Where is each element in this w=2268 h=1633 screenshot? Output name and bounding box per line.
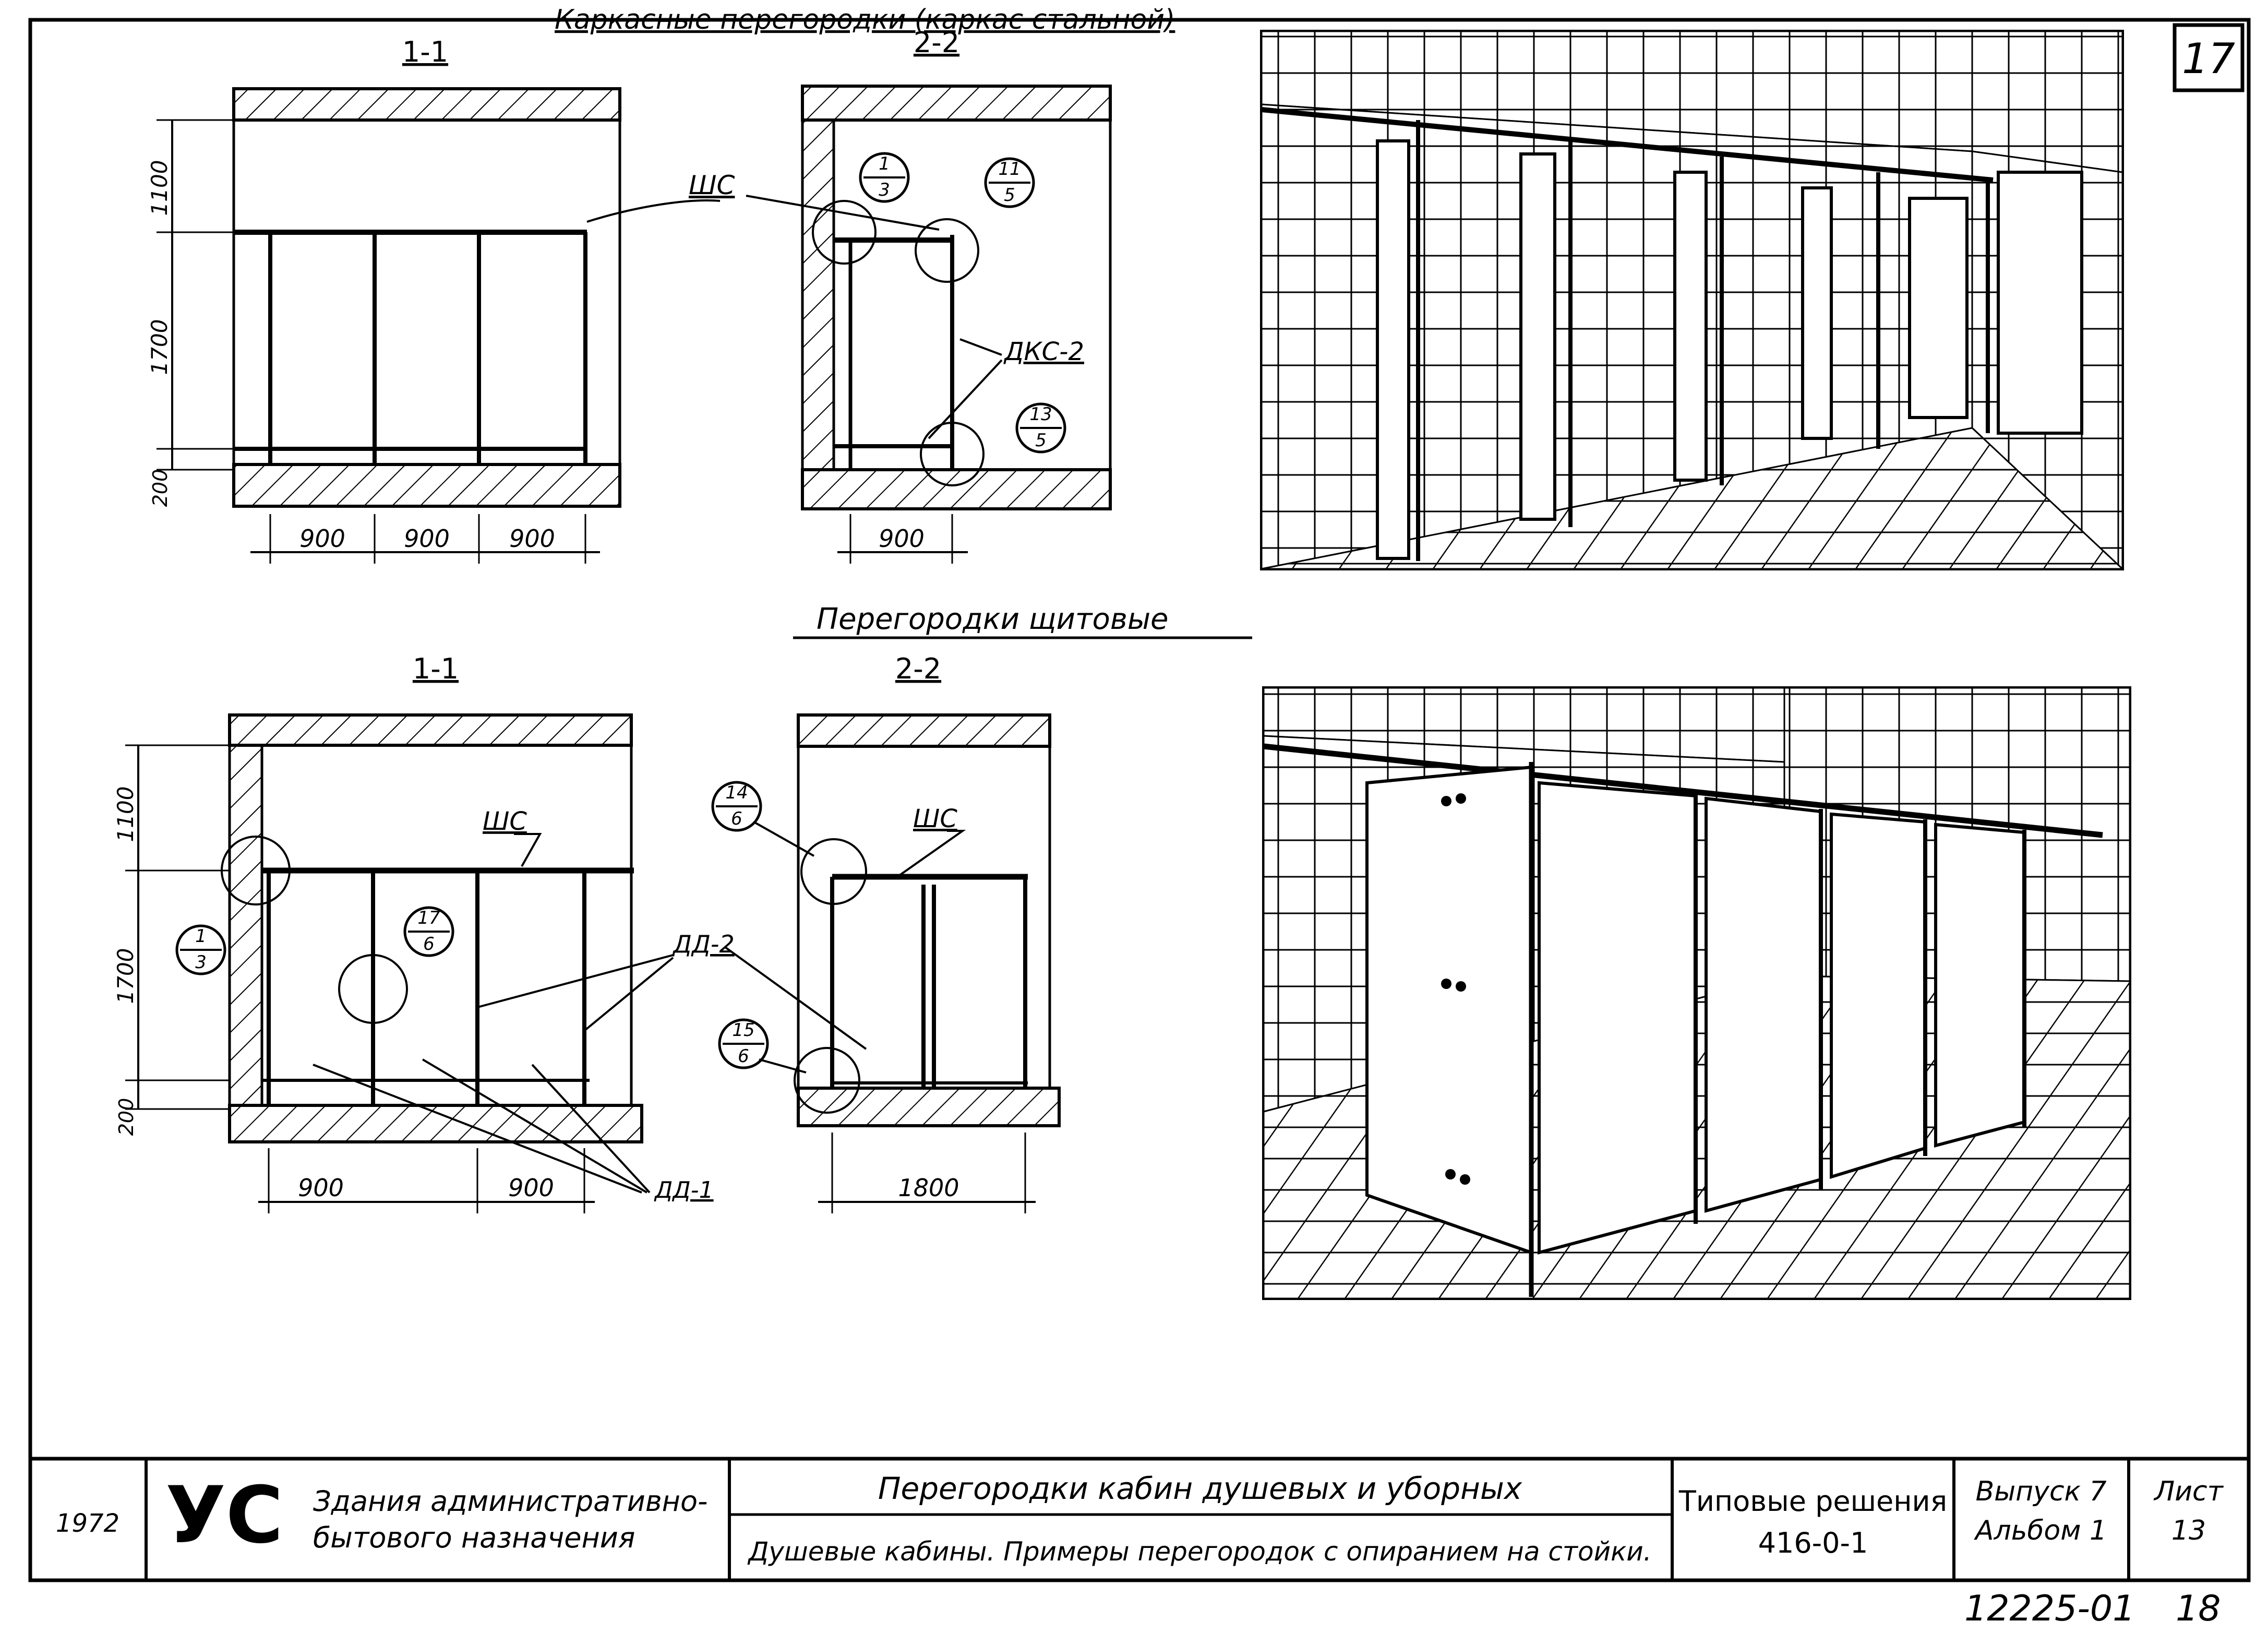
dim-900-c: 900 xyxy=(509,525,555,553)
sheet-border xyxy=(28,18,2251,1582)
title-sheet-label: Лист xyxy=(2153,1476,2224,1507)
callout-bot-3-den: 6 xyxy=(731,808,742,829)
title-issue-line1: Выпуск 7 xyxy=(1975,1476,2106,1507)
section-label-2-2-top: 2-2 xyxy=(914,26,959,59)
callout-top-1-num: 1 xyxy=(879,153,890,174)
section-label-1-1-top: 1-1 xyxy=(402,35,448,68)
callout-top-1: 1 3 xyxy=(859,152,910,203)
section-2-2-frame: 2-2 900 ДКС-2 xyxy=(801,26,1112,564)
section-label-2-2-bot: 2-2 xyxy=(895,652,941,685)
title-logo: УС xyxy=(165,1470,283,1561)
callout-top-2: 11 5 xyxy=(984,157,1035,208)
dim-1800-bot: 1800 xyxy=(898,1174,959,1202)
perspective-toilet-cabins xyxy=(1262,686,2131,1300)
title-block: 1972 УС Здания административно- бытового… xyxy=(30,1457,2249,1580)
dim-200-top: 200 xyxy=(149,469,172,507)
title-org-line2: бытового назначения xyxy=(313,1521,635,1554)
dim-900-bot-b: 900 xyxy=(508,1174,554,1202)
archive-number: 12225-01 xyxy=(1964,1588,2135,1629)
mark-dd1: ДД-1 xyxy=(654,1177,714,1203)
callout-bot-2-den: 6 xyxy=(423,934,435,955)
section-1-1-panels: 1-1 1100 1700 200 900 900 ШС ДД-2 xyxy=(113,652,867,1213)
title-main-line1: Перегородки кабин душевых и уборных xyxy=(878,1471,1522,1506)
callout-top-2-num: 11 xyxy=(998,159,1021,180)
title-sheet-value: 13 xyxy=(2171,1515,2206,1546)
callout-bot-3-num: 14 xyxy=(725,782,748,803)
sheet-number: 17 xyxy=(2182,34,2235,83)
callout-bot-4-den: 6 xyxy=(738,1046,749,1067)
archive-page: 18 xyxy=(2176,1588,2221,1629)
callout-top-1-den: 3 xyxy=(879,180,890,200)
dim-1700-bot: 1700 xyxy=(113,948,138,1004)
callout-bot-1-num: 1 xyxy=(195,926,207,947)
sheet-number-box xyxy=(2173,23,2245,92)
mid-title: Перегородки щитовые xyxy=(817,602,1169,636)
dim-900-top2: 900 xyxy=(879,525,925,553)
dim-1100-bot: 1100 xyxy=(113,786,138,842)
callout-top-3-den: 5 xyxy=(1035,430,1047,451)
title-series-line1: Типовые решения xyxy=(1678,1485,1947,1518)
callout-bot-2: 17 6 xyxy=(403,906,454,957)
dim-900-b: 900 xyxy=(404,525,450,553)
callout-top-2-den: 5 xyxy=(1004,185,1015,206)
title-main-line2: Душевые кабины. Примеры перегородок с оп… xyxy=(747,1536,1651,1567)
perspective-shower-cabins xyxy=(1260,30,2125,571)
dim-1100-top: 1100 xyxy=(147,160,172,216)
top-title: Каркасные перегородки (каркас стальной) xyxy=(555,4,1175,35)
callout-bot-4-num: 15 xyxy=(732,1020,754,1041)
title-issue-line2: Альбом 1 xyxy=(1974,1515,2107,1546)
section-1-1-frame: 1-1 1100 1700 200 900 900 900 ШС xyxy=(147,35,940,564)
callout-top-3-num: 13 xyxy=(1029,404,1052,425)
mark-dd2: ДД-2 xyxy=(672,930,735,958)
mark-shs-bot2: ШС xyxy=(913,804,957,833)
callout-bot-4: 15 6 xyxy=(718,1018,769,1069)
callout-bot-3: 14 6 xyxy=(711,781,762,832)
title-year: 1972 xyxy=(56,1509,119,1538)
dim-900-a: 900 xyxy=(299,525,345,553)
dim-1700-top: 1700 xyxy=(147,319,172,375)
dim-900-bot-a: 900 xyxy=(298,1174,344,1202)
mark-shs-top: ШС xyxy=(689,170,735,200)
section-2-2-panels: 2-2 1800 ШС xyxy=(794,652,1061,1213)
mark-dks2: ДКС-2 xyxy=(1003,337,1084,366)
mark-shs-bot1: ШС xyxy=(483,807,527,836)
title-series-line2: 416-0-1 xyxy=(1758,1527,1868,1559)
callout-top-3: 13 5 xyxy=(1015,402,1066,454)
title-org-line1: Здания административно- xyxy=(313,1485,707,1518)
section-label-1-1-bot: 1-1 xyxy=(413,652,459,685)
callout-bot-1-den: 3 xyxy=(195,952,207,973)
dim-200-bot: 200 xyxy=(115,1098,138,1136)
callout-bot-2-num: 17 xyxy=(417,908,440,928)
callout-bot-1: 1 3 xyxy=(175,924,226,975)
